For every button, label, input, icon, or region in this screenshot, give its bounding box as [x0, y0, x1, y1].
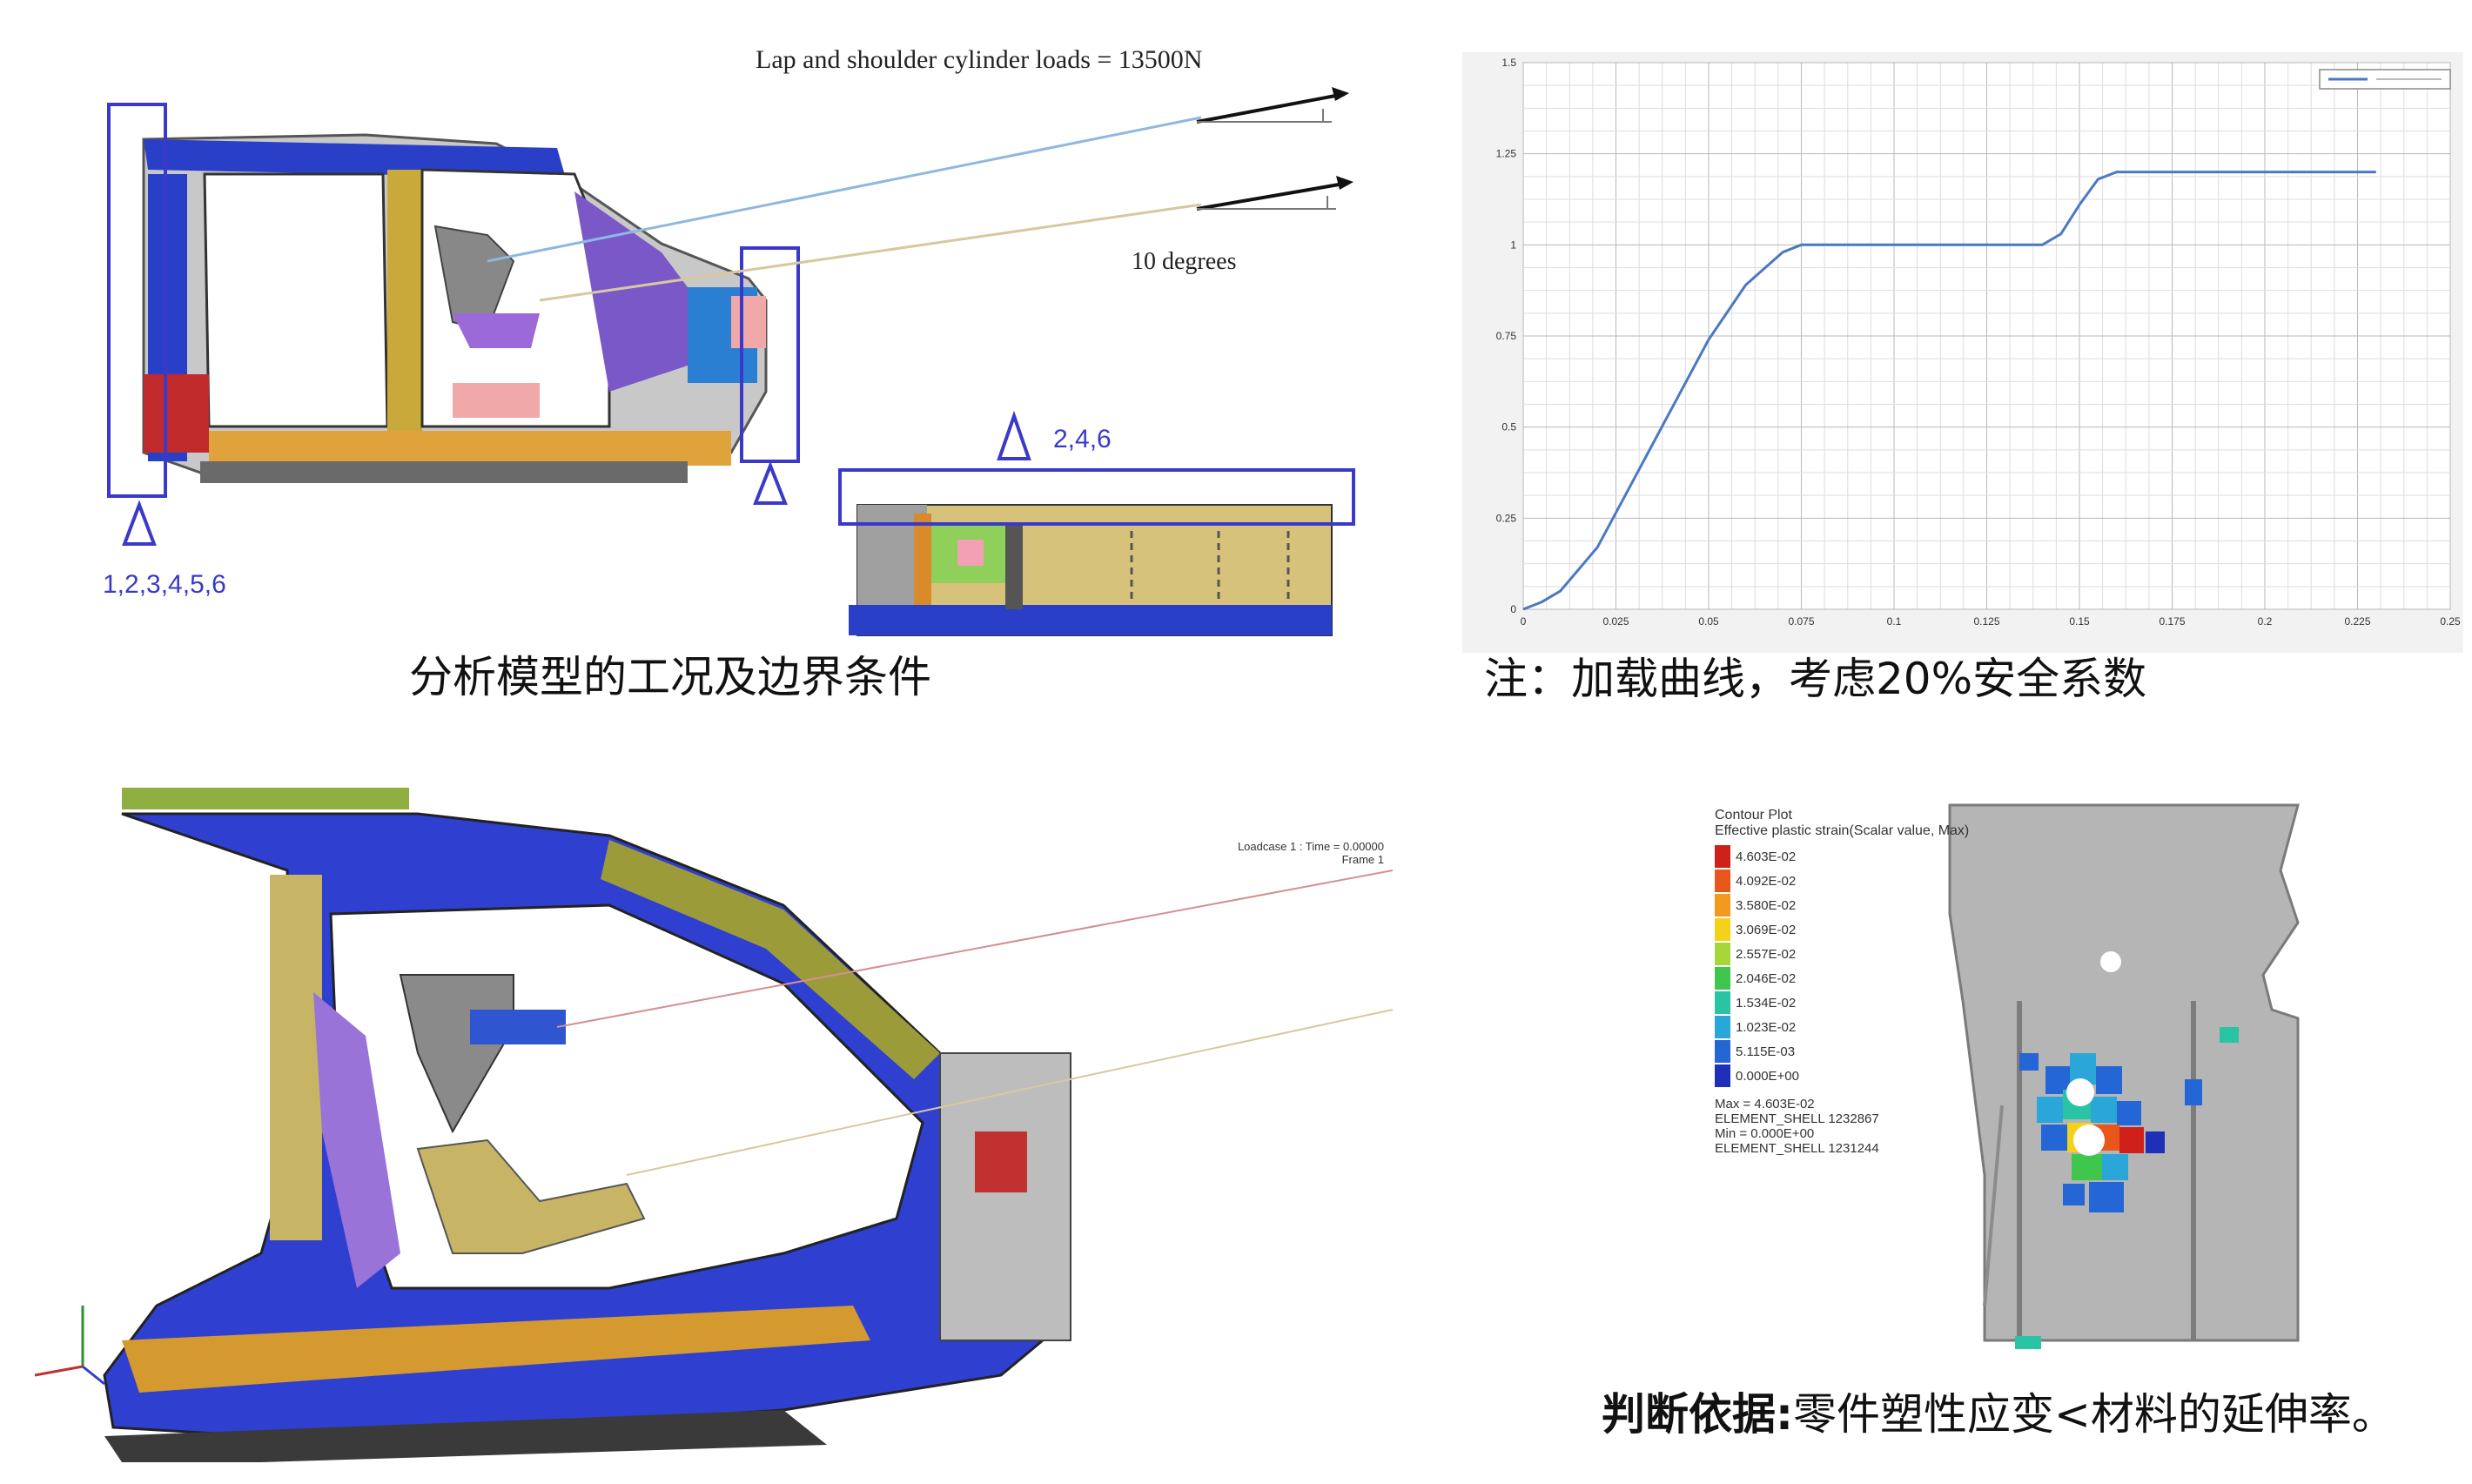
contour-legend-value: 5.115E-03 [1736, 1044, 1796, 1059]
contour-legend-scale: 4.603E-02 4.092E-02 3.580E-02 3.069E-02 2.55… [1715, 844, 1969, 1088]
constraint-marker-floor-icon [997, 410, 1031, 460]
constraint-box-left [107, 103, 167, 498]
x-tick-label: 0.175 [2159, 615, 2185, 628]
boundary-caption: 分析模型的工况及边界条件 [409, 652, 931, 702]
belt-load-line-upper [556, 870, 1394, 1028]
contour-legend-swatch [1715, 1064, 1730, 1087]
x-tick-label: 0.075 [1788, 615, 1814, 628]
boundary-conditions-panel: Lap and shoulder cylinder loads = 13500N… [0, 0, 1427, 714]
load-title: Lap and shoulder cylinder loads = 13500N [756, 45, 1203, 74]
contour-legend-swatch [1715, 991, 1730, 1014]
y-tick-label: 0.5 [1501, 421, 1516, 433]
contour-plot-panel: Contour Plot Effective plastic strain(Sc… [1462, 766, 2472, 1480]
contour-legend-value: 0.000E+00 [1736, 1068, 1799, 1084]
crash-model-panel: Loadcase 1 : Time = 0.00000 Frame 1 [0, 766, 1427, 1480]
crash-model-loadcase: Loadcase 1 : Time = 0.00000 [1237, 840, 1384, 853]
contour-legend-value: 1.023E-02 [1736, 1019, 1797, 1035]
x-tick-label: 0.025 [1602, 615, 1629, 628]
contour-legend-entry: 4.092E-02 [1715, 869, 1969, 893]
contour-legend-entry: 2.046E-02 [1715, 966, 1969, 990]
contour-legend-entry: 5.115E-03 [1715, 1039, 1969, 1064]
contour-legend-entry: 3.580E-02 [1715, 893, 1969, 917]
x-tick-label: 0.225 [2344, 615, 2370, 628]
constraint-marker-left-icon [122, 500, 157, 546]
x-tick-label: 0.25 [2440, 615, 2461, 628]
chart-legend [2319, 69, 2451, 90]
boundary-conditions-diagram [107, 87, 1355, 636]
x-tick-label: 0 [1521, 615, 1527, 628]
contour-legend-swatch [1715, 870, 1730, 892]
contour-min-element: ELEMENT_SHELL 1231244 [1715, 1141, 1879, 1156]
y-tick-label: 1.25 [1496, 148, 1517, 160]
crash-model-diagram [34, 788, 1394, 1462]
contour-legend-value: 1.534E-02 [1736, 995, 1797, 1011]
load-curve-chart: 0 0.025 0.05 0.075 0.1 0.125 0.15 0.175 0.2 0.225… [1462, 52, 2463, 653]
x-tick-label: 0.1 [1887, 615, 1902, 628]
contour-plot-diagram [1948, 803, 2300, 1349]
contour-legend-entry: 1.023E-02 [1715, 1015, 1969, 1039]
angle-label: 10 degrees [1132, 248, 1237, 275]
contour-max-element: ELEMENT_SHELL 1232867 [1715, 1111, 1879, 1126]
contour-legend-swatch [1715, 845, 1730, 868]
belt-load-line-lower [626, 1009, 1394, 1176]
contour-legend-value: 4.603E-02 [1736, 849, 1797, 864]
contour-subtitle: Effective plastic strain(Scalar value, M… [1715, 823, 1970, 838]
constraint-box-floor [838, 468, 1355, 526]
y-tick-label: 0.75 [1496, 330, 1517, 342]
floor-section-model [849, 504, 1333, 636]
contour-min: Min = 0.000E+00 [1715, 1126, 1815, 1141]
x-tick-label: 0.125 [1973, 615, 1999, 628]
x-tick-label: 0.2 [2258, 615, 2273, 628]
load-curve-caption: 注：加载曲线，考虑20%安全系数 [1484, 654, 2147, 704]
contour-legend-swatch [1715, 894, 1730, 917]
load-curve-panel: 0 0.025 0.05 0.075 0.1 0.125 0.15 0.175 0.2 0.225… [1462, 52, 2463, 714]
contour-legend-swatch [1715, 967, 1730, 990]
contour-legend-entry: 0.000E+00 [1715, 1064, 1969, 1088]
contour-legend-entry: 2.557E-02 [1715, 942, 1969, 966]
chart-grid [1522, 62, 2451, 610]
contour-legend-value: 2.046E-02 [1736, 970, 1797, 986]
load-curve-series-line [1522, 171, 2376, 611]
crash-model-frame: Frame 1 [1341, 853, 1384, 866]
contour-legend-value: 2.557E-02 [1736, 946, 1797, 962]
contour-title: Contour Plot [1715, 808, 1792, 823]
floor-panel-part [1948, 803, 2300, 1342]
constraint-marker-right-icon [753, 460, 788, 505]
contour-legend-value: 3.580E-02 [1736, 897, 1797, 913]
contour-caption-bold: 判断依据: [1602, 1389, 1793, 1440]
contour-legend: Contour Plot Effective plastic strain(Sc… [1715, 808, 1969, 1156]
shoulder-load-line [487, 116, 1202, 263]
contour-legend-swatch [1715, 943, 1730, 965]
contour-max: Max = 4.603E-02 [1715, 1097, 1815, 1111]
contour-legend-entry: 3.069E-02 [1715, 917, 1969, 942]
contour-caption-rest: 零件塑性应变<材料的延伸率。 [1793, 1389, 2395, 1440]
strain-hotspot [2015, 1027, 2239, 1349]
body-side-model [142, 133, 768, 483]
constraint-label-floor: 2,4,6 [1053, 425, 1112, 453]
x-tick-label: 0.05 [1698, 615, 1719, 628]
x-tick-label: 0.15 [2069, 615, 2090, 628]
contour-legend-entry: 4.603E-02 [1715, 844, 1969, 869]
axis-triad-icon [34, 1306, 105, 1386]
body-in-white-model [103, 788, 1071, 1462]
chart-ticks: 0 0.025 0.05 0.075 0.1 0.125 0.15 0.175 0.2 0.225… [1496, 57, 2461, 628]
contour-legend-value: 3.069E-02 [1736, 922, 1797, 937]
y-tick-label: 1 [1510, 238, 1516, 251]
contour-legend-entry: 1.534E-02 [1715, 990, 1969, 1015]
load-arrow-upper-icon [1196, 87, 1349, 124]
lap-load-line [539, 203, 1202, 302]
constraint-box-right [740, 246, 800, 463]
y-tick-label: 0 [1510, 603, 1516, 615]
y-tick-label: 1.5 [1501, 57, 1516, 69]
constraint-label-left: 1,2,3,4,5,6 [103, 570, 226, 599]
contour-legend-value: 4.092E-02 [1736, 873, 1797, 889]
contour-legend-swatch [1715, 918, 1730, 941]
load-arrow-lower-icon [1196, 176, 1354, 211]
contour-caption: 判断依据:零件塑性应变<材料的延伸率。 [1602, 1380, 2395, 1442]
contour-legend-swatch [1715, 1040, 1730, 1063]
y-tick-label: 0.25 [1496, 512, 1517, 524]
contour-legend-swatch [1715, 1016, 1730, 1038]
